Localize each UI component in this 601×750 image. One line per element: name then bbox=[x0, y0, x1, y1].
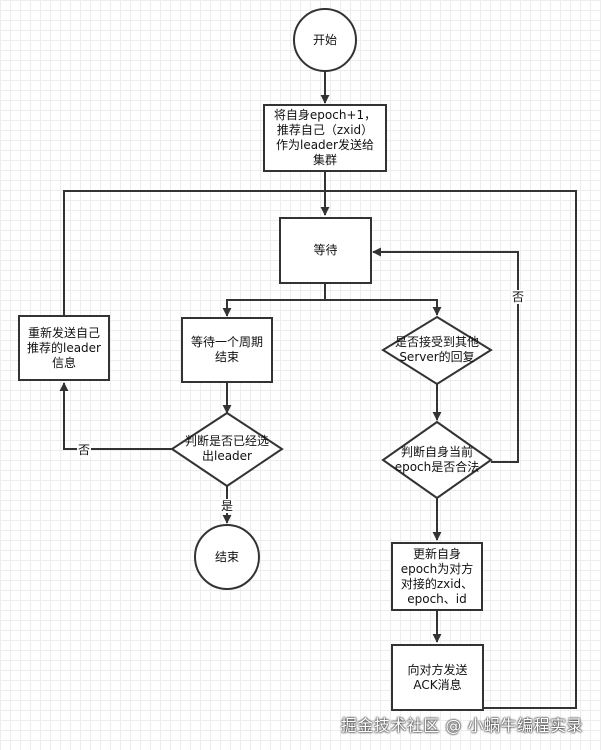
edge-received-no-to-wait bbox=[372, 247, 519, 463]
edge-wait-to-received bbox=[325, 299, 442, 316]
edge-judge-no-to-resend bbox=[59, 382, 172, 450]
update-node bbox=[391, 542, 483, 611]
edge-label-yes: 是 bbox=[220, 499, 235, 513]
wait-period-node bbox=[181, 317, 273, 383]
edge-label-no-left: 否 bbox=[77, 443, 92, 457]
resend-node bbox=[18, 315, 110, 381]
judge-leader-node bbox=[170, 411, 284, 488]
watermark: 掘金技术社区 @ 小蜗牛编程实录 bbox=[340, 716, 583, 735]
start-node bbox=[293, 8, 357, 72]
edge-resend-to-wait bbox=[63, 190, 325, 316]
wait-node bbox=[279, 217, 372, 284]
edge-wait-split bbox=[222, 283, 326, 317]
received-node bbox=[381, 315, 493, 386]
edge-ack-to-init bbox=[325, 190, 577, 709]
ack-node bbox=[391, 644, 484, 711]
end-node bbox=[194, 524, 260, 590]
init-node bbox=[263, 104, 387, 172]
edge-label-no-right: 否 bbox=[511, 290, 526, 304]
judge-epoch-node bbox=[381, 420, 493, 500]
